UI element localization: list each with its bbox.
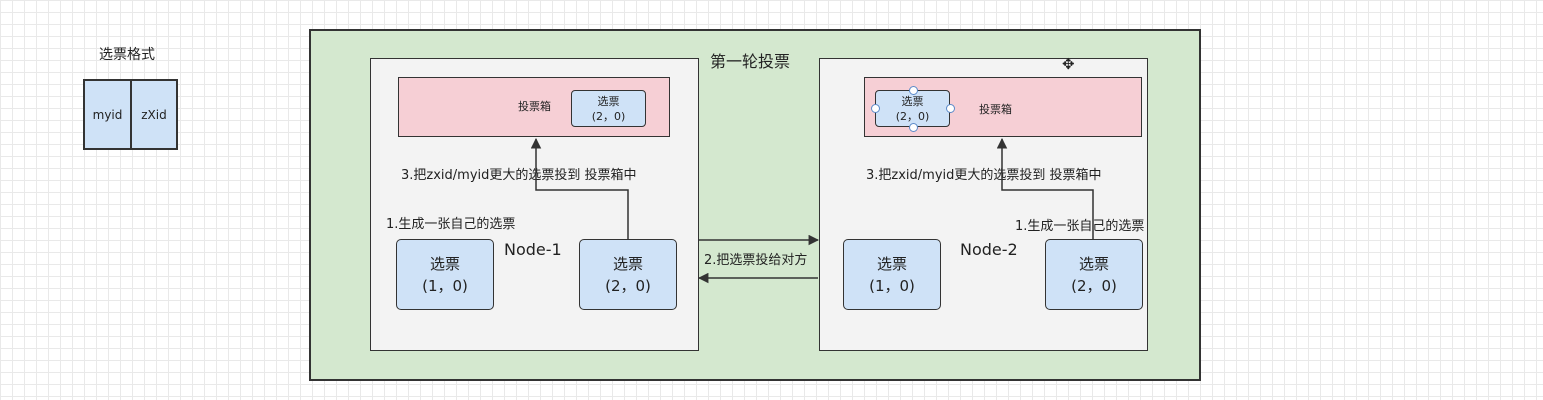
node-2-name: Node-2 bbox=[960, 240, 1018, 259]
resize-handle-top[interactable] bbox=[909, 86, 918, 95]
exchange-label: 2.把选票投给对方 bbox=[704, 253, 808, 268]
node-1-vote-b-label: 选票 bbox=[612, 254, 643, 273]
node-2-ballot-box-label: 投票箱 bbox=[979, 103, 1012, 116]
node-2-box-vote-label: 选票 bbox=[901, 94, 924, 108]
node-1-vote-a[interactable]: 选票 (1，0) bbox=[396, 239, 494, 310]
resize-handle-right[interactable] bbox=[946, 104, 955, 113]
node-1-vote-b-value: (2，0) bbox=[605, 276, 651, 295]
resize-handle-left[interactable] bbox=[871, 104, 880, 113]
node-2-box-vote-value: (2，0) bbox=[895, 109, 930, 123]
node-1-box-vote[interactable]: 选票 (2，0) bbox=[571, 90, 646, 127]
round-title: 第一轮投票 bbox=[710, 52, 791, 71]
node-1-step3-label: 3.把zxid/myid更大的选票投到 投票箱中 bbox=[401, 168, 637, 183]
node-1-arrow-to-ballot-box bbox=[530, 137, 629, 240]
node-1-vote-a-value: (1，0) bbox=[422, 276, 468, 295]
node-1-step1-label: 1.生成一张自己的选票 bbox=[386, 217, 516, 232]
node-2-arrow-to-ballot-box bbox=[996, 137, 1094, 240]
node-2-step1-label: 1.生成一张自己的选票 bbox=[1015, 219, 1145, 234]
node-2-vote-a-label: 选票 bbox=[876, 254, 907, 273]
node-1-vote-a-label: 选票 bbox=[429, 254, 460, 273]
node-1-box-vote-value: (2，0) bbox=[591, 109, 626, 123]
node-2-vote-b-value: (2，0) bbox=[1071, 276, 1117, 295]
legend-field-zxid-label: zXid bbox=[141, 107, 167, 122]
node-2-vote-a[interactable]: 选票 (1，0) bbox=[843, 239, 941, 310]
node-2-vote-b[interactable]: 选票 (2，0) bbox=[1045, 239, 1143, 310]
node-1-ballot-box-label: 投票箱 bbox=[518, 100, 551, 113]
resize-handle-bottom[interactable] bbox=[909, 123, 918, 132]
node-2-step3-label: 3.把zxid/myid更大的选票投到 投票箱中 bbox=[866, 168, 1102, 183]
legend-field-zxid[interactable]: zXid bbox=[130, 79, 178, 150]
node-2-vote-a-value: (1，0) bbox=[869, 276, 915, 295]
node-2-vote-b-label: 选票 bbox=[1078, 254, 1109, 273]
node-1-name: Node-1 bbox=[504, 240, 562, 259]
node-1-box-vote-label: 选票 bbox=[597, 94, 620, 108]
legend-title: 选票格式 bbox=[99, 47, 155, 63]
legend-field-myid-label: myid bbox=[92, 107, 123, 122]
node-1-vote-b[interactable]: 选票 (2，0) bbox=[579, 239, 677, 310]
move-cursor-icon: ✥ bbox=[1062, 55, 1075, 73]
